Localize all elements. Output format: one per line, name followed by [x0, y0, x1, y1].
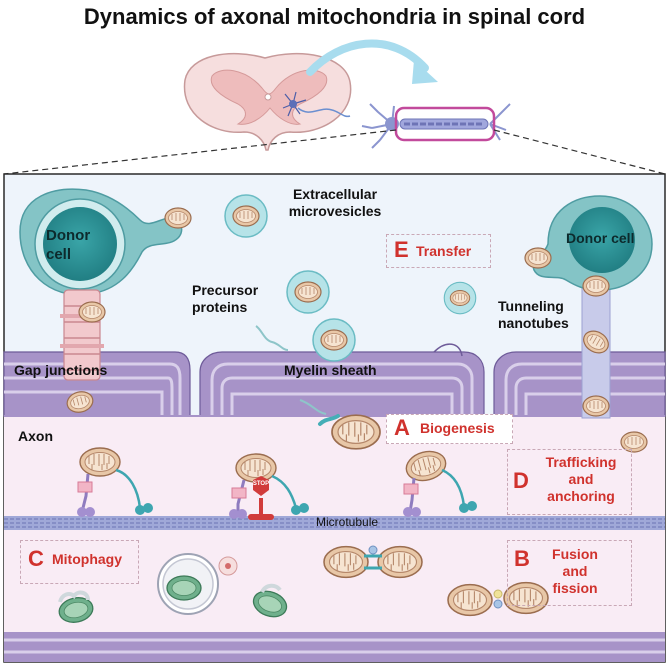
myelin-sheath-right — [493, 351, 666, 417]
donor-cell-left — [19, 188, 183, 296]
spinal-cord-section — [183, 52, 352, 151]
myelin-sheath-middle — [199, 343, 485, 417]
motor-complex-2 — [229, 453, 309, 520]
process-biogenesis-box — [386, 414, 513, 444]
process-transfer-box — [386, 234, 491, 268]
myelin-sheath-left — [3, 351, 191, 417]
process-label-transfer: Transfer — [416, 243, 472, 259]
motor-complex-1 — [77, 447, 153, 517]
motor-complex-3 — [402, 446, 477, 517]
process-letter-d: D — [513, 468, 529, 493]
donor-cell-left-label: Donor cell — [46, 227, 91, 263]
myelin-sheath-label: Myelin sheath — [284, 362, 377, 378]
gap-junctions-label: Gap junctions — [14, 362, 108, 378]
process-trafficking-box — [507, 449, 632, 515]
process-letter-b: B — [514, 546, 530, 571]
microtubule — [4, 516, 665, 530]
fusion-fission-illustration — [323, 545, 549, 617]
zoom-arrow — [306, 39, 429, 76]
axon-label: Axon — [18, 428, 53, 444]
neuron-illustration — [361, 103, 511, 149]
microtubule-label: Microtubule — [316, 515, 379, 529]
tunneling-label: Tunneling nanotubes — [498, 298, 569, 331]
process-label-fusion: Fusion and fission — [552, 546, 598, 596]
figure-title: Dynamics of axonal mitochondria in spina… — [83, 4, 586, 29]
process-letter-a: A — [394, 415, 410, 440]
extracellular-label: Extracellular microvesicles — [288, 186, 382, 219]
donor-cell-right-label: Donor cell — [566, 230, 635, 246]
process-label-trafficking: Trafficking and anchoring — [545, 454, 617, 504]
precursor-label: Precursor proteins — [192, 282, 259, 315]
process-label-biogenesis: Biogenesis — [420, 420, 495, 436]
stop-sign-label: STOP — [252, 481, 270, 487]
process-letter-c: C — [28, 546, 44, 571]
process-fusion-box — [507, 540, 632, 606]
process-mitophagy-box — [20, 540, 139, 584]
process-label-mitophagy: Mitophagy — [52, 551, 122, 567]
mitophagy-illustration — [56, 553, 291, 626]
process-letter-e: E — [394, 237, 409, 262]
